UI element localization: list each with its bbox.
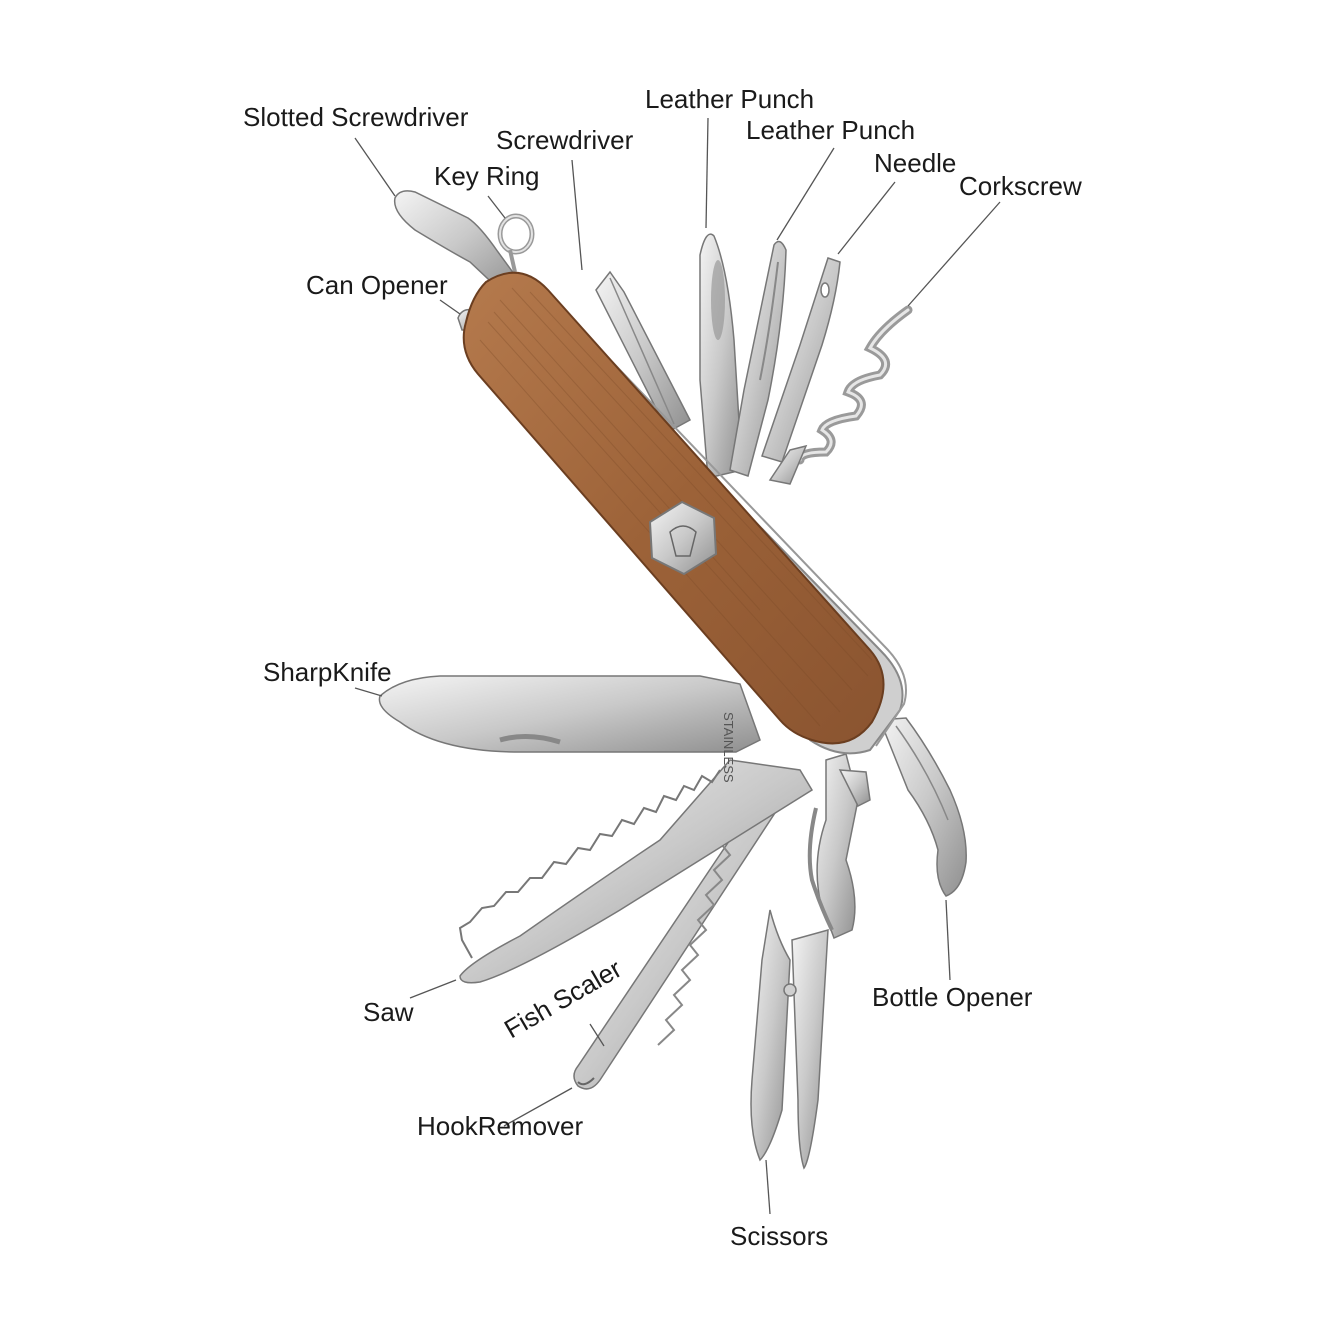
bottle-opener-tool <box>878 717 967 897</box>
knife-handle <box>462 271 907 755</box>
label-key-ring: Key Ring <box>434 161 540 191</box>
leather-punch-tool-1 <box>699 233 743 479</box>
saw-tool <box>458 759 814 984</box>
label-scissors: Scissors <box>730 1221 829 1251</box>
label-hook-remover: HookRemover <box>417 1111 584 1141</box>
blade-marking: STAINLESS <box>721 712 736 783</box>
leader-lines <box>354 117 1001 1215</box>
label-bottle-opener: Bottle Opener <box>872 982 1033 1012</box>
label-slotted-screwdriver: Slotted Screwdriver <box>243 102 469 132</box>
sharp-knife-tool: STAINLESS <box>378 675 761 783</box>
label-screwdriver: Screwdriver <box>496 125 634 155</box>
brand-badge <box>648 500 718 576</box>
label-saw: Saw <box>363 997 414 1027</box>
label-sharp-knife: SharpKnife <box>263 657 392 687</box>
label-leather-punch-2: Leather Punch <box>746 115 916 145</box>
scissors-tool <box>750 753 871 1170</box>
key-ring-tool <box>497 213 535 273</box>
label-needle: Needle <box>874 148 957 178</box>
label-leather-punch-1: Leather Punch <box>645 84 815 114</box>
label-can-opener: Can Opener <box>306 270 448 300</box>
label-corkscrew: Corkscrew <box>959 171 1082 201</box>
needle-tool <box>761 257 841 463</box>
leather-punch-tool-2 <box>729 240 787 477</box>
fish-scaler-tool <box>573 788 792 1090</box>
corkscrew-tool <box>768 305 913 485</box>
